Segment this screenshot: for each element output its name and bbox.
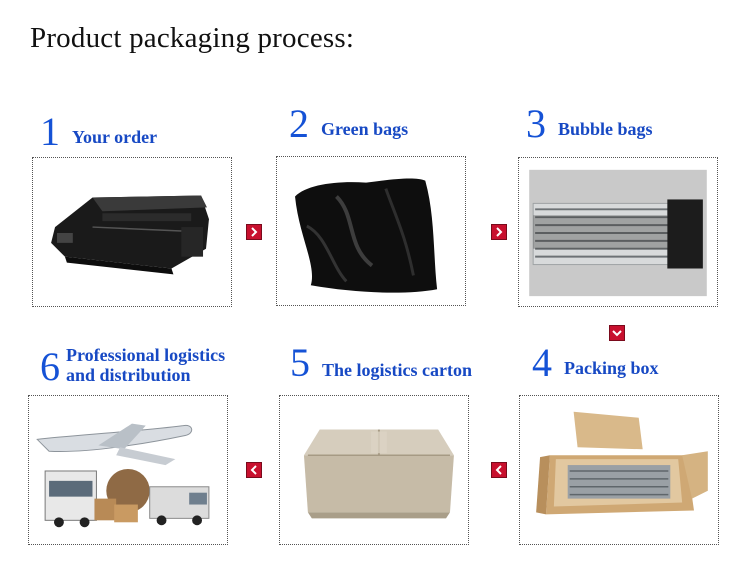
step-6-image: [28, 395, 228, 545]
step-1-label: Your order: [72, 127, 158, 147]
step-4-number: 4: [532, 340, 552, 385]
chevron-left-icon: [250, 465, 257, 475]
step-4-image: [519, 395, 719, 545]
step-3-number: 3: [526, 101, 546, 146]
chevron-down-icon: [612, 330, 622, 337]
arrow-2-to-3: [491, 224, 507, 240]
step-4-heading: 4 Packing box: [532, 343, 659, 383]
open-box-icon: [536, 411, 708, 515]
step-6-label-line1: Professional logistics: [66, 345, 226, 365]
arrow-1-to-2: [246, 224, 262, 240]
step-2-heading: 2 Green bags: [289, 104, 408, 144]
step-5-image: [279, 395, 469, 545]
arrow-3-to-4: [609, 325, 625, 341]
step-3-image: [518, 157, 718, 307]
step-3-label: Bubble bags: [558, 119, 653, 139]
step-2-number: 2: [289, 101, 309, 146]
page-title: Product packaging process:: [30, 22, 355, 54]
step-5-number: 5: [290, 340, 310, 385]
step-6-heading: 6 Professional logistics and distributio…: [40, 345, 225, 387]
black-bag-icon: [295, 178, 438, 293]
arrow-5-to-6: [246, 462, 262, 478]
step-3-heading: 3 Bubble bags: [526, 104, 653, 144]
step-1-number: 1: [40, 109, 60, 154]
chevron-left-icon: [495, 465, 502, 475]
step-5-heading: 5 The logistics carton: [290, 343, 472, 383]
chevron-right-icon: [251, 227, 258, 237]
carton-icon: [303, 429, 454, 519]
bubble-bag-icon: [529, 169, 707, 297]
logistics-icon: [36, 423, 210, 528]
step-1-image: [32, 157, 232, 307]
arrow-4-to-5: [491, 462, 507, 478]
step-6-label-line2: and distribution: [66, 365, 191, 385]
chevron-right-icon: [496, 227, 503, 237]
step-5-label: The logistics carton: [322, 360, 472, 380]
step-4-label: Packing box: [564, 358, 659, 378]
step-2-image: [276, 156, 466, 306]
step-2-label: Green bags: [321, 119, 409, 139]
toner-cartridge-icon: [51, 195, 209, 275]
step-6-number: 6: [40, 344, 60, 389]
step-1-heading: 1 Your order: [40, 112, 157, 152]
